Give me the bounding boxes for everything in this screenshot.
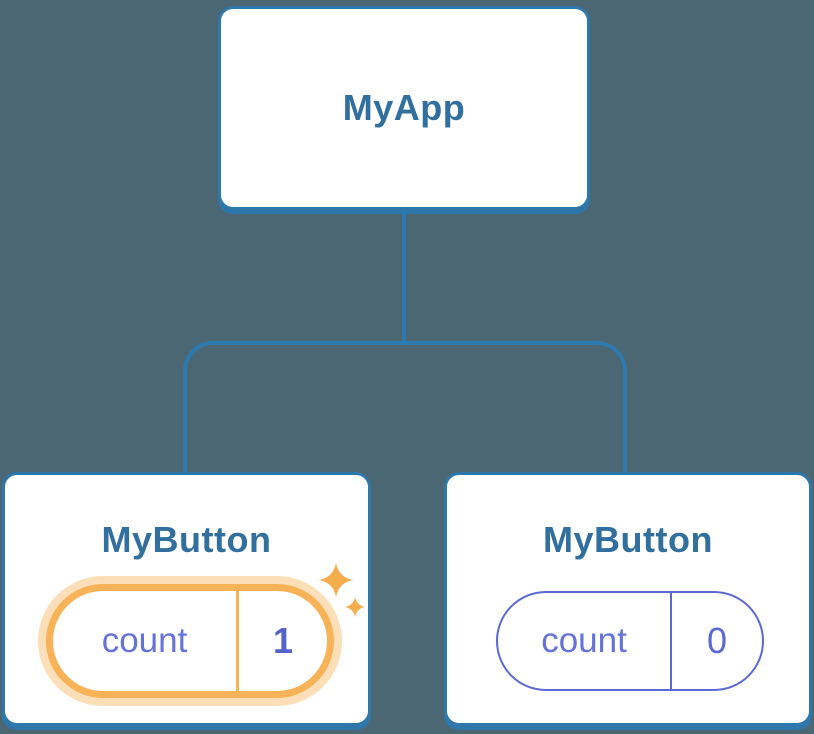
state-prop-value: 0 (706, 620, 728, 661)
state-value-section: 1 (239, 591, 327, 691)
child-component-label: MyButton (543, 519, 713, 560)
state-pill-normal: count 0 (496, 591, 764, 691)
root-component-label: MyApp (342, 87, 466, 128)
child-component-card-left: MyButton count 1 (2, 472, 371, 726)
state-prop-section: count (498, 593, 672, 689)
state-prop-name: count (541, 621, 627, 660)
sparkle-icon (319, 563, 365, 617)
state-prop-name: count (101, 621, 188, 660)
state-pill-highlighted: count 1 (46, 584, 334, 698)
child-component-card-right: MyButton count 0 (444, 472, 812, 726)
state-prop-value: 1 (272, 620, 294, 661)
state-value-section: 0 (672, 593, 762, 689)
branch-connector-bracket (183, 341, 627, 472)
root-component-card: MyApp (218, 6, 590, 210)
trunk-connector-line (402, 210, 406, 344)
state-prop-section: count (53, 591, 239, 691)
child-component-label: MyButton (101, 519, 272, 560)
